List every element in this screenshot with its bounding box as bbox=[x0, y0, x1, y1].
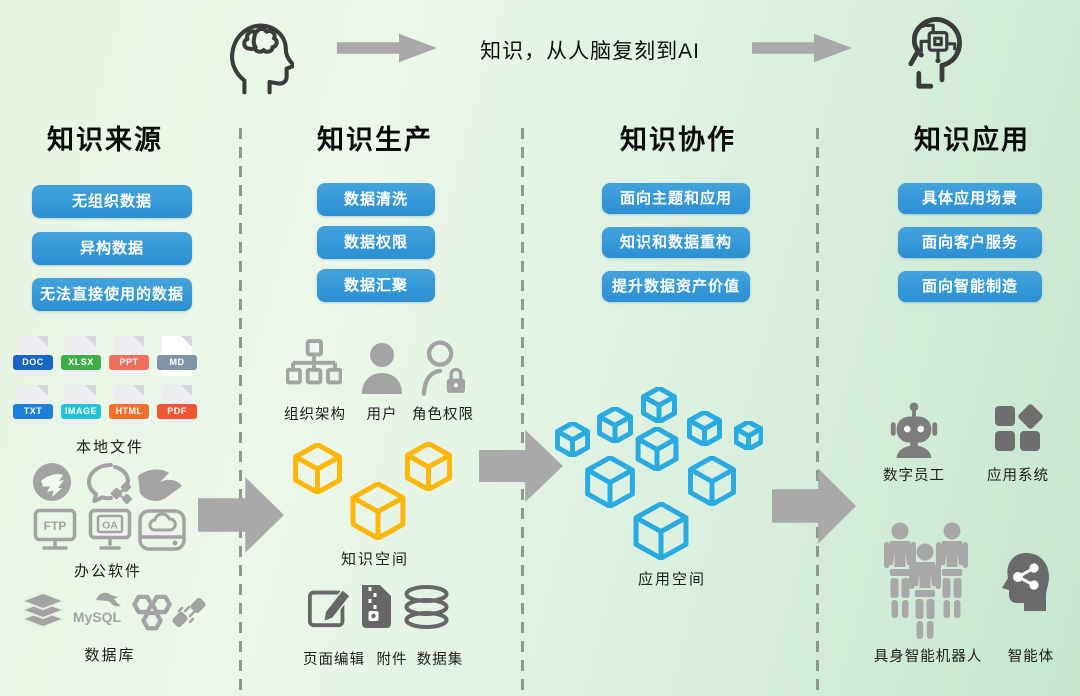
doc-file-icon: DOC bbox=[13, 336, 53, 380]
agent-head-icon bbox=[1002, 553, 1049, 611]
xlsx-file-icon: XLSX bbox=[61, 336, 101, 380]
cube-icon bbox=[598, 407, 632, 443]
dingtalk-icon bbox=[33, 463, 71, 501]
column-divider bbox=[521, 128, 524, 696]
tag-heterogeneous-data: 异构数据 bbox=[32, 232, 192, 265]
tag-concrete-scenarios: 具体应用场景 bbox=[898, 183, 1042, 214]
label-digital-employee: 数字员工 bbox=[883, 468, 945, 484]
label-application-system: 应用系统 bbox=[987, 468, 1049, 484]
column-title-collaboration: 知识协作 bbox=[620, 125, 736, 155]
wecom-icon bbox=[87, 463, 133, 505]
label-page-edit: 页面编辑 bbox=[303, 652, 365, 668]
diagram-title: 知识，从人脑复刻到AI bbox=[480, 40, 700, 63]
label-role-permission: 角色权限 bbox=[412, 407, 474, 423]
tag-smart-manufacturing: 面向智能制造 bbox=[898, 271, 1042, 302]
label-attachment: 附件 bbox=[376, 652, 408, 668]
layer-stack-icon bbox=[22, 593, 64, 629]
label-user: 用户 bbox=[366, 407, 398, 423]
human-brain-head-icon bbox=[230, 23, 294, 95]
mysql-icon: MySQL bbox=[73, 592, 122, 625]
label-agent: 智能体 bbox=[1007, 649, 1055, 665]
tag-data-permission: 数据权限 bbox=[317, 226, 435, 259]
column-title-sources: 知识来源 bbox=[47, 125, 163, 155]
cube-icon bbox=[556, 422, 589, 457]
txt-file-icon: TXT bbox=[13, 385, 53, 429]
caption-local-files: 本地文件 bbox=[75, 439, 144, 456]
role-permission-icon bbox=[421, 340, 466, 396]
pdf-file-icon: PDF bbox=[157, 385, 197, 429]
cloud-drive-icon bbox=[138, 509, 186, 551]
caption-application-space: 应用空间 bbox=[637, 571, 706, 588]
user-icon bbox=[362, 343, 402, 394]
ftp-monitor-icon: FTP bbox=[33, 508, 77, 550]
cube-icon bbox=[634, 502, 688, 560]
zip-attachment-icon bbox=[362, 585, 391, 628]
tag-data-cleaning: 数据清洗 bbox=[317, 183, 435, 216]
tag-unusable-data: 无法直接使用的数据 bbox=[32, 278, 192, 311]
md-file-icon: MD bbox=[157, 336, 197, 380]
cube-icon bbox=[735, 421, 762, 450]
honeycomb-icon bbox=[132, 594, 172, 631]
flow-arrow-icon bbox=[772, 468, 856, 544]
cube-icon bbox=[406, 442, 451, 491]
column-title-production: 知识生产 bbox=[317, 125, 433, 155]
tag-knowledge-data-refactor: 知识和数据重构 bbox=[602, 227, 750, 258]
ai-chip-head-icon bbox=[908, 17, 962, 89]
cube-icon bbox=[688, 411, 721, 446]
flow-arrow-icon bbox=[337, 33, 437, 63]
cube-icon bbox=[294, 443, 341, 494]
feishu-icon bbox=[138, 469, 182, 501]
label-dataset: 数据集 bbox=[416, 652, 464, 668]
tag-unorganized-data: 无组织数据 bbox=[32, 185, 192, 218]
tag-topic-and-application: 面向主题和应用 bbox=[602, 183, 750, 214]
org-chart-icon bbox=[286, 339, 342, 385]
label-embodied-robots: 具身智能机器人 bbox=[873, 649, 983, 665]
tag-data-aggregation: 数据汇聚 bbox=[317, 269, 435, 302]
cube-icon bbox=[351, 482, 405, 540]
svg-text:FTP: FTP bbox=[44, 519, 67, 533]
html-file-icon: HTML bbox=[109, 385, 149, 429]
label-org-structure: 组织架构 bbox=[284, 407, 346, 423]
column-divider bbox=[239, 128, 242, 696]
svg-text:OA: OA bbox=[102, 520, 118, 532]
caption-knowledge-space: 知识空间 bbox=[340, 551, 409, 568]
plug-icon bbox=[172, 597, 206, 628]
flow-arrow-icon bbox=[479, 430, 563, 502]
svg-text:MySQL: MySQL bbox=[73, 609, 122, 625]
humanoid-robots-icon bbox=[884, 522, 968, 639]
cube-icon bbox=[689, 456, 735, 506]
ppt-file-icon: PPT bbox=[109, 336, 149, 380]
caption-database: 数据库 bbox=[84, 647, 136, 664]
dataset-icon bbox=[404, 585, 449, 629]
column-title-application: 知识应用 bbox=[914, 125, 1030, 155]
column-divider bbox=[816, 128, 819, 696]
flow-arrow-icon bbox=[752, 33, 852, 63]
image-file-icon: IMAGE bbox=[61, 385, 101, 429]
oa-monitor-icon: OA bbox=[88, 508, 132, 550]
cube-icon bbox=[586, 456, 634, 508]
tag-data-asset-value: 提升数据资产价值 bbox=[602, 271, 750, 302]
cube-icon bbox=[642, 387, 676, 423]
page-edit-icon bbox=[307, 588, 352, 628]
cube-icon bbox=[636, 427, 678, 471]
flow-arrow-icon bbox=[198, 477, 284, 553]
robot-icon bbox=[890, 402, 938, 458]
caption-office-software: 办公软件 bbox=[73, 563, 142, 580]
tag-customer-service: 面向客户服务 bbox=[898, 227, 1042, 258]
app-grid-icon bbox=[995, 404, 1043, 451]
